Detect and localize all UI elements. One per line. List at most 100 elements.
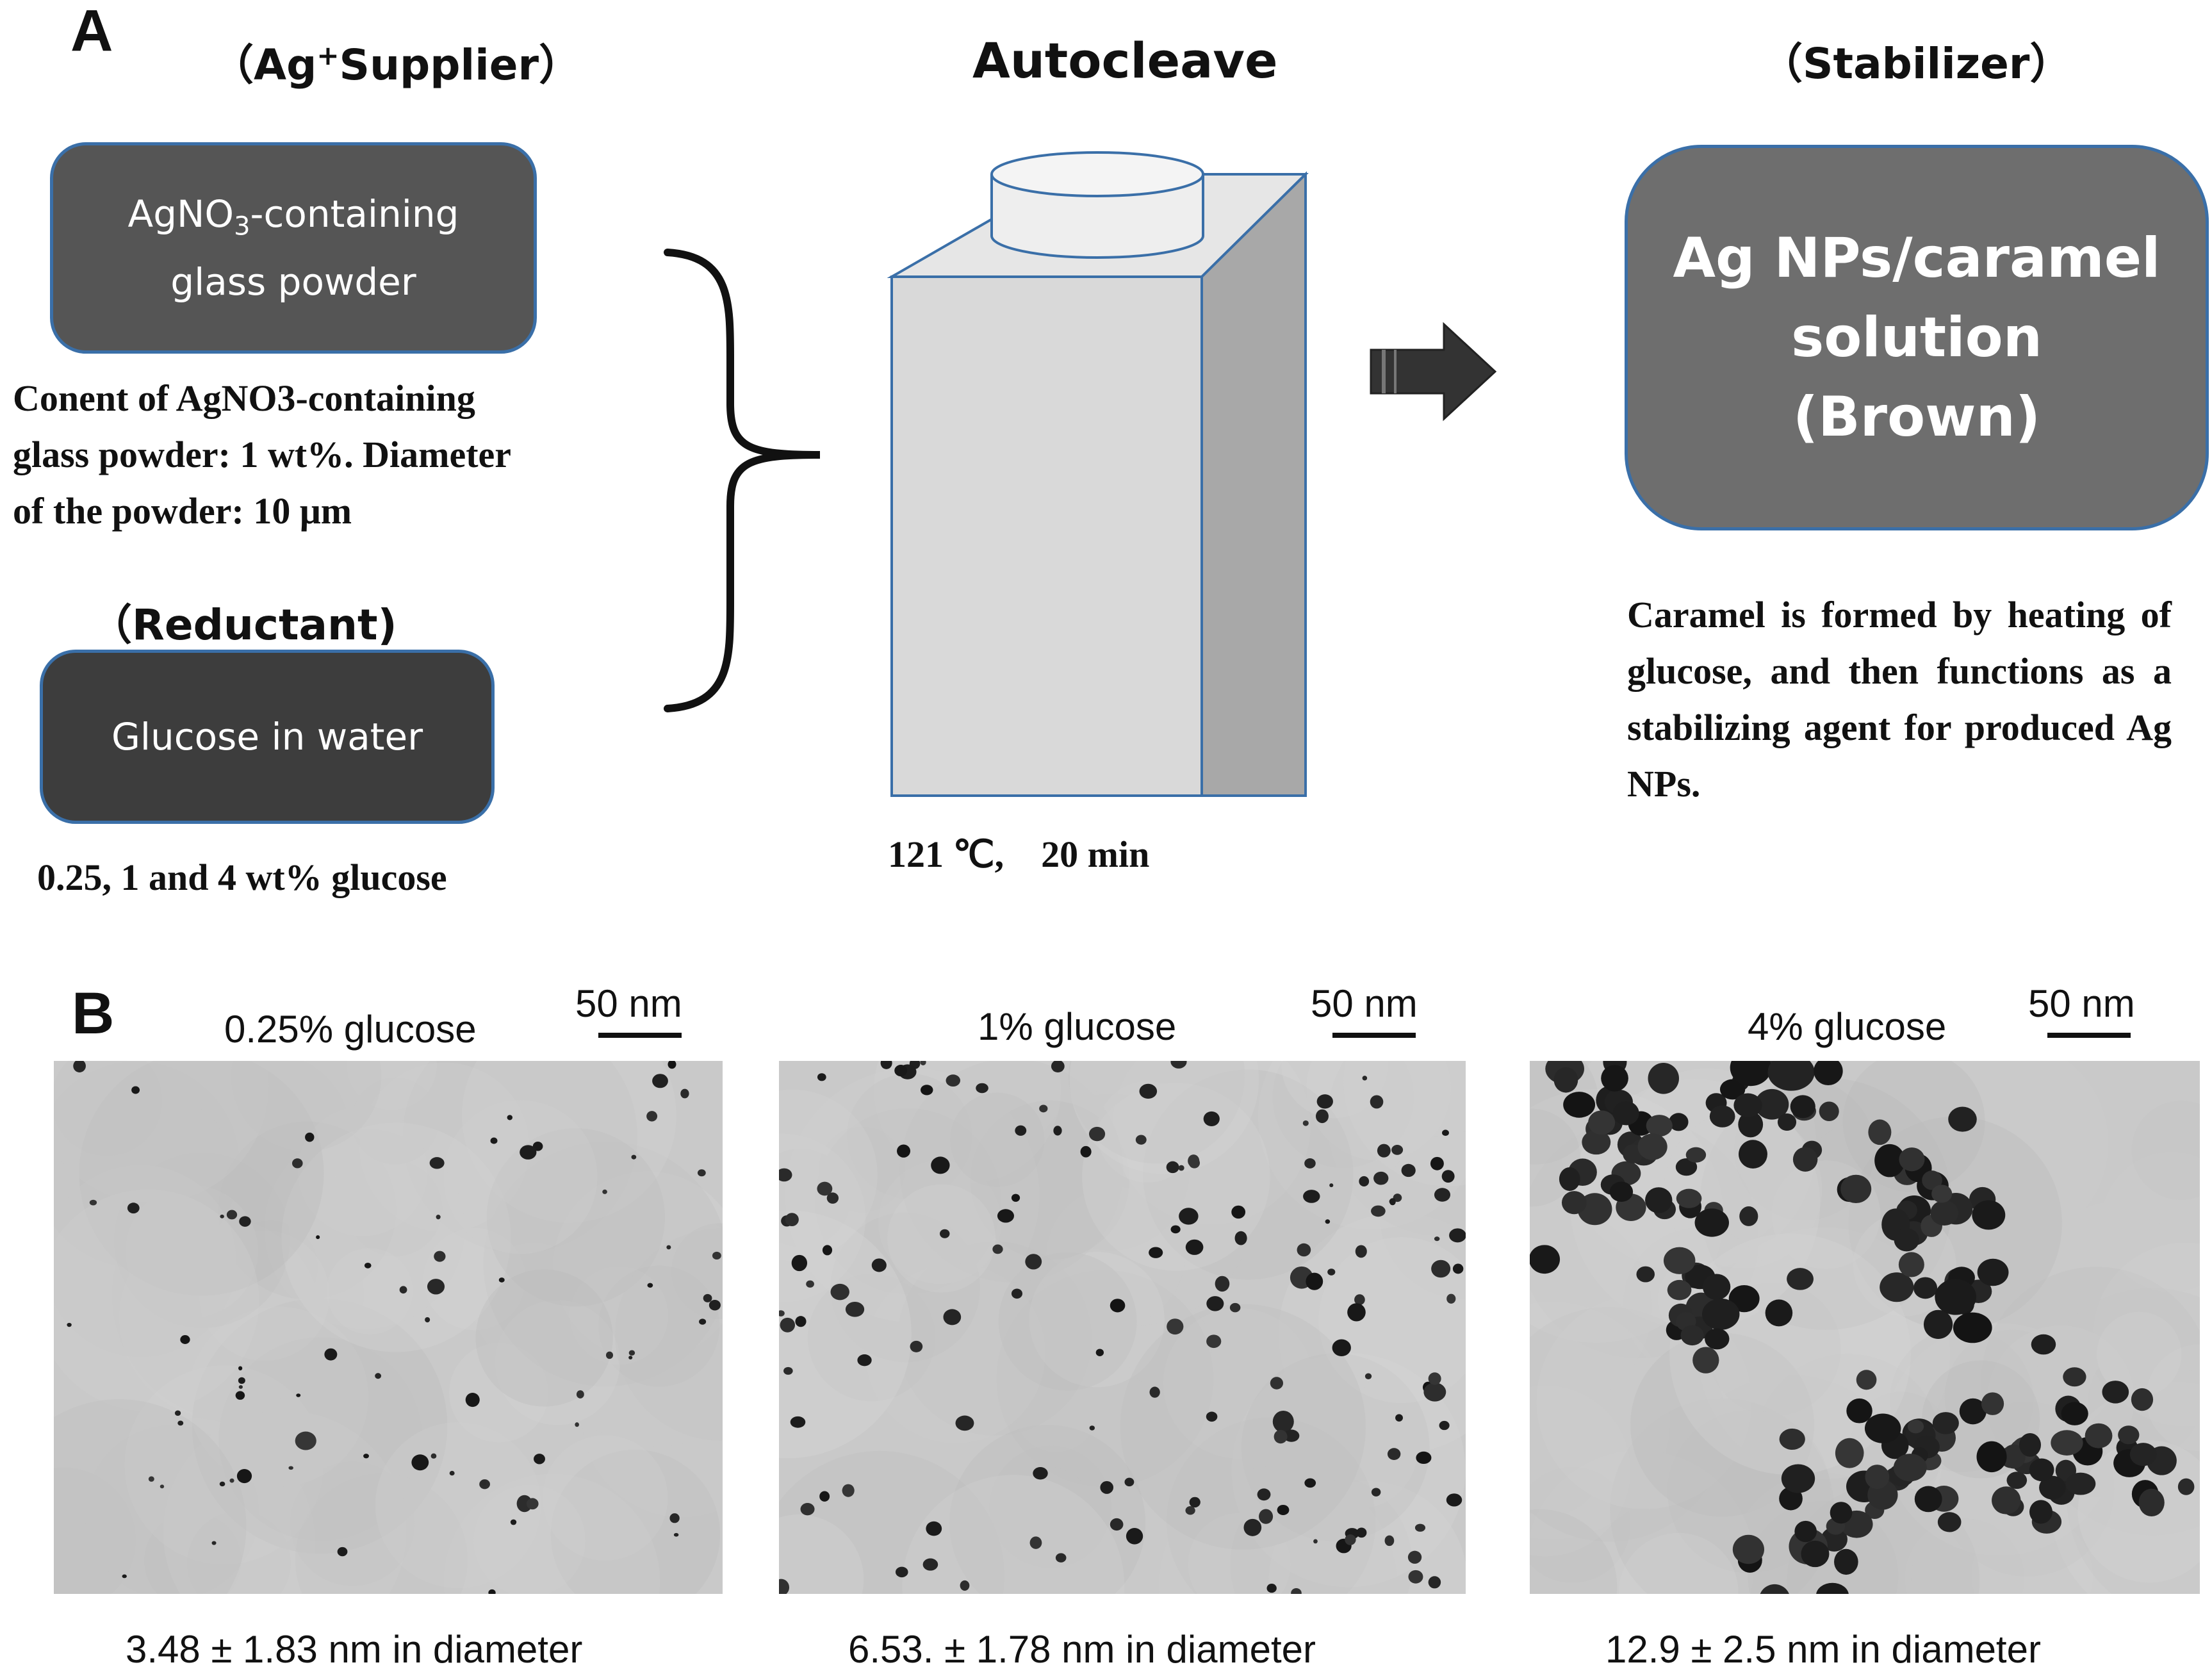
tem-background-mottle bbox=[1630, 1333, 1814, 1517]
silver-nanoparticle bbox=[943, 1309, 962, 1325]
silver-nanoparticle bbox=[1561, 1191, 1587, 1215]
silver-nanoparticle bbox=[2129, 1443, 2157, 1466]
silver-nanoparticle bbox=[1257, 1488, 1271, 1501]
tem-image-3 bbox=[1530, 1061, 2200, 1594]
silver-nanoparticle bbox=[1738, 1111, 1764, 1138]
silver-nanoparticle bbox=[305, 1132, 315, 1142]
tem-title-1: 0.25% glucose bbox=[224, 1008, 477, 1051]
silver-nanoparticle bbox=[427, 1279, 445, 1295]
tem-background-mottle bbox=[54, 1061, 269, 1203]
silver-nanoparticle bbox=[1384, 1535, 1395, 1547]
silver-nanoparticle bbox=[1694, 1208, 1730, 1237]
silver-nanoparticle bbox=[1702, 1274, 1731, 1301]
silver-nanoparticle bbox=[1816, 1582, 1849, 1594]
silver-nanoparticle bbox=[1029, 1536, 1042, 1549]
silver-nanoparticle bbox=[922, 1558, 938, 1571]
tem-background-mottle bbox=[1707, 1282, 1841, 1416]
silver-nanoparticle bbox=[1894, 1228, 1920, 1252]
tem-background-mottle bbox=[950, 1092, 1045, 1187]
tem-background-mottle bbox=[326, 1248, 413, 1334]
silver-nanoparticle bbox=[507, 1115, 513, 1120]
tem-background-mottle bbox=[989, 1445, 1112, 1568]
silver-nanoparticle bbox=[526, 1498, 539, 1510]
silver-nanoparticle bbox=[1868, 1119, 1892, 1145]
silver-nanoparticle bbox=[2138, 1488, 2165, 1517]
silver-nanoparticle bbox=[1923, 1309, 1953, 1340]
tem-background-mottle bbox=[1318, 1237, 1466, 1404]
tem-background-mottle bbox=[1258, 1061, 1466, 1229]
silver-nanoparticle bbox=[666, 1245, 671, 1250]
tem-background-mottle bbox=[218, 1337, 423, 1541]
tem-background-mottle bbox=[295, 1473, 468, 1594]
silver-nanoparticle bbox=[2177, 1478, 2195, 1495]
silver-nanoparticle bbox=[842, 1484, 855, 1497]
silver-nanoparticle bbox=[1389, 1198, 1396, 1204]
silver-nanoparticle bbox=[1401, 1163, 1416, 1178]
silver-nanoparticle bbox=[1981, 1392, 2004, 1415]
silver-nanoparticle bbox=[1992, 1486, 2021, 1514]
silver-nanoparticle bbox=[1206, 1296, 1224, 1311]
silver-nanoparticle bbox=[235, 1391, 245, 1400]
silver-nanoparticle bbox=[375, 1373, 382, 1379]
silver-nanoparticle bbox=[2006, 1472, 2028, 1489]
silver-nanoparticle bbox=[817, 1181, 833, 1196]
silver-nanoparticle bbox=[399, 1286, 407, 1294]
silver-nanoparticle bbox=[1356, 1527, 1367, 1538]
tem-background-mottle bbox=[1530, 1385, 1631, 1557]
silver-nanoparticle bbox=[1767, 1061, 1815, 1091]
tem-background-mottle bbox=[1124, 1304, 1213, 1391]
tem-background-mottle bbox=[2048, 1202, 2176, 1331]
silver-nanoparticle bbox=[1234, 1231, 1247, 1245]
product-box-line2: solution bbox=[1791, 306, 2042, 370]
silver-nanoparticle bbox=[1283, 1429, 1300, 1442]
tem-background-mottle bbox=[1313, 1370, 1391, 1448]
silver-nanoparticle bbox=[296, 1393, 301, 1397]
silver-nanoparticle bbox=[1446, 1293, 1456, 1304]
tem-background-mottle bbox=[598, 1265, 720, 1387]
silver-nanoparticle bbox=[1231, 1205, 1246, 1219]
silver-nanoparticle bbox=[1302, 1120, 1309, 1126]
silver-nanoparticle bbox=[1414, 1523, 1426, 1532]
silver-nanoparticle bbox=[1755, 1088, 1789, 1120]
tem-background-mottle bbox=[1530, 1307, 1726, 1542]
silver-nanoparticle bbox=[1089, 1425, 1095, 1431]
silver-nanoparticle bbox=[1327, 1268, 1336, 1276]
silver-nanoparticle bbox=[1332, 1339, 1351, 1356]
silver-nanoparticle bbox=[498, 1277, 505, 1283]
silver-nanoparticle bbox=[1373, 1171, 1389, 1185]
tem-background-mottle bbox=[1014, 1368, 1098, 1452]
silver-nanoparticle bbox=[1377, 1144, 1391, 1158]
silver-nanoparticle bbox=[220, 1214, 224, 1219]
silver-nanoparticle bbox=[910, 1340, 923, 1352]
silver-nanoparticle bbox=[931, 1156, 950, 1174]
tem-background-mottle bbox=[54, 1062, 240, 1268]
silver-nanoparticle bbox=[1100, 1481, 1114, 1494]
tem-background-mottle bbox=[224, 1220, 318, 1315]
tem-background-mottle bbox=[902, 1475, 1125, 1594]
silver-nanoparticle bbox=[845, 1301, 865, 1317]
silver-nanoparticle bbox=[127, 1202, 140, 1214]
stabilizer-header: （Stabilizer） bbox=[1760, 39, 2072, 88]
silver-nanoparticle bbox=[2065, 1472, 2096, 1495]
tem-background-mottle bbox=[819, 1126, 905, 1213]
tem-background-mottle bbox=[1029, 1252, 1165, 1388]
silver-nanoparticle bbox=[1135, 1135, 1147, 1145]
silver-nanoparticle bbox=[1362, 1076, 1368, 1081]
silver-nanoparticle bbox=[1179, 1208, 1199, 1225]
silver-nanoparticle bbox=[1819, 1101, 1839, 1121]
tem-background-mottle bbox=[785, 1067, 1040, 1323]
tem-background-mottle bbox=[779, 1089, 878, 1261]
silver-nanoparticle bbox=[1931, 1185, 1953, 1203]
tem-background-mottle bbox=[1700, 1078, 1952, 1330]
panel-a-label: A bbox=[70, 0, 113, 63]
tem-background-mottle bbox=[54, 1165, 236, 1357]
silver-nanoparticle bbox=[1025, 1254, 1042, 1270]
tem-background-mottle bbox=[996, 1270, 1214, 1488]
tem-background-mottle bbox=[1530, 1509, 1618, 1594]
silver-nanoparticle bbox=[1206, 1334, 1222, 1349]
tem-background-mottle bbox=[347, 1061, 437, 1110]
silver-nanoparticle bbox=[488, 1589, 496, 1594]
tem-background-mottle bbox=[347, 1161, 443, 1257]
tem-background-mottle bbox=[1082, 1083, 1270, 1271]
silver-nanoparticle bbox=[434, 1251, 446, 1262]
